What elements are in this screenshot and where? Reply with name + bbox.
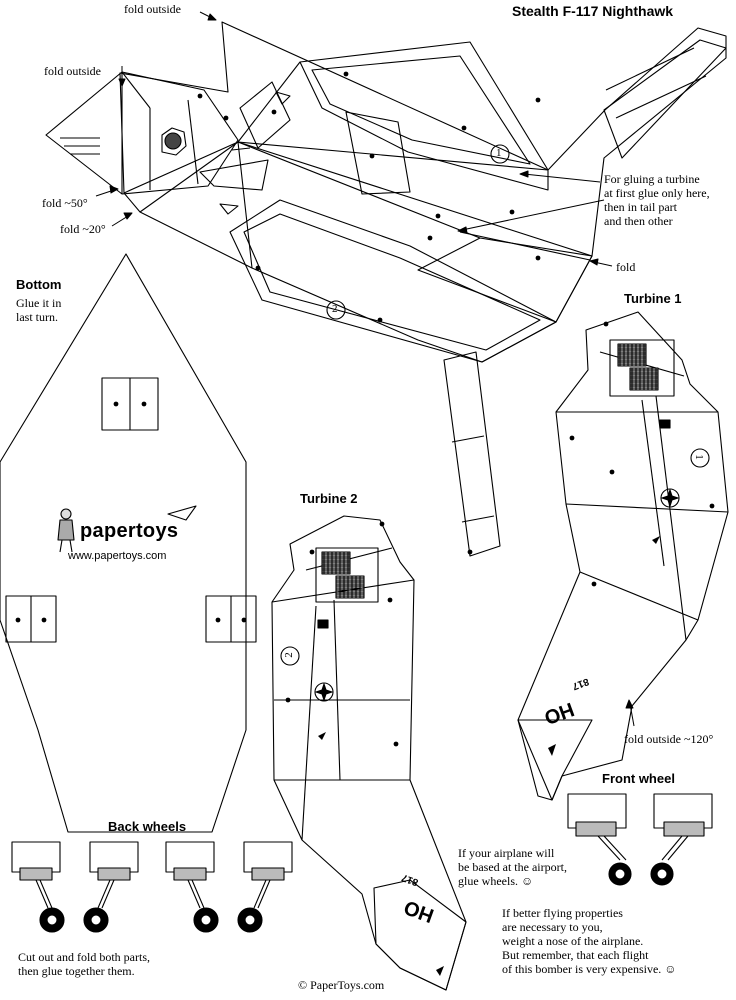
main-body-part [46, 22, 726, 556]
bottom-part [0, 254, 256, 832]
turbine-2-grille-top [322, 552, 350, 574]
turbine-1-part [518, 312, 728, 800]
fold-arrows [96, 12, 634, 726]
bottom-description: Glue it in last turn. [16, 296, 62, 324]
turbine-1-grille-bottom [630, 368, 658, 390]
copyright: © PaperToys.com [298, 978, 385, 992]
wheels-note: If your airplane will be based at the ai… [458, 846, 567, 888]
glue-dots [197, 71, 541, 555]
turbine-1-number-circle [691, 449, 709, 467]
fold-outside-120-label: fold outside ~120° [624, 732, 714, 746]
turbine-1-grille-top [618, 344, 646, 366]
bottom-outline [0, 254, 246, 832]
nose-outline [46, 72, 238, 194]
brand-name: papertoys [80, 520, 179, 542]
turbine-2-number-circle [281, 647, 299, 665]
part-number-2-circle [327, 301, 345, 319]
turbine-1-number: 1 [692, 454, 705, 460]
front-wheel-label: Front wheel [602, 771, 675, 786]
page-title: Stealth F-117 Nighthawk [512, 3, 674, 19]
back-wheels-label: Back wheels [108, 819, 187, 834]
back-wheels-part [12, 842, 292, 932]
turbine-glue-note: For gluing a turbine at first glue only … [604, 172, 710, 228]
turbine-2-label: Turbine 2 [300, 491, 358, 506]
turbine-2-part [272, 516, 466, 990]
brand-url: www.papertoys.com [68, 550, 167, 562]
fold-label: fold [616, 260, 636, 274]
front-wheel-part [568, 794, 712, 885]
part-number-2: 2 [332, 303, 338, 315]
fold-outside-top-label: fold outside [124, 2, 181, 16]
fold-outside-left-label: fold outside [44, 64, 101, 78]
turbine-1-label: Turbine 1 [624, 291, 682, 306]
turbine-2-grille-bottom [336, 576, 364, 598]
lower-tail-strip [444, 352, 500, 556]
upper-tail-strip [604, 40, 726, 158]
turbine-2-roundel [315, 683, 333, 701]
weight-note: If better flying properties are necessar… [502, 906, 677, 976]
fold-50-label: fold ~50° [42, 196, 88, 210]
part-number-1: 1 [496, 147, 502, 159]
turbine-1-roundel [661, 489, 679, 507]
part-number-1-circle [491, 145, 509, 163]
turbine-2-number: 2 [282, 652, 295, 658]
back-wheels-instructions: Cut out and fold both parts, then glue t… [18, 950, 150, 978]
bottom-title: Bottom [16, 277, 62, 292]
papertoys-logo [58, 506, 196, 552]
fold-20-label: fold ~20° [60, 222, 106, 236]
